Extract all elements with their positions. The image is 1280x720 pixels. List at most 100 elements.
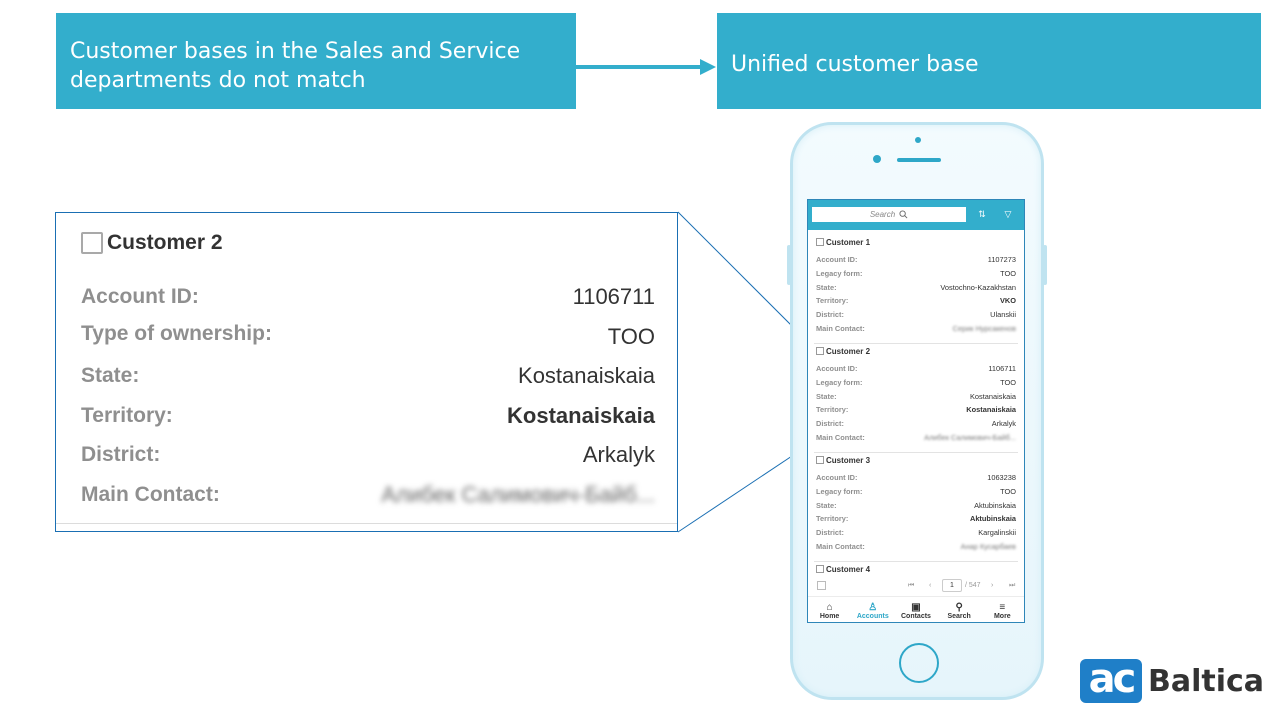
user-icon: ♙ — [868, 601, 878, 613]
customer-title[interactable]: Customer 4 — [826, 564, 871, 574]
field-label: Territory: — [816, 514, 849, 524]
field-value: 1063238 — [987, 473, 1016, 483]
field-label: Account ID: — [816, 473, 858, 483]
divider — [814, 561, 1018, 562]
field-label: District: — [816, 419, 844, 429]
menu-icon: ≡ — [999, 601, 1006, 613]
select-checkbox[interactable] — [816, 565, 824, 573]
field-value: 1107273 — [987, 255, 1016, 265]
field-value: Kargalinskii — [978, 528, 1016, 538]
next-page-icon[interactable]: › — [991, 582, 994, 589]
field-value[interactable]: Анар Кусарбаев — [960, 541, 1016, 551]
select-checkbox[interactable] — [81, 232, 103, 254]
search-icon — [899, 210, 908, 219]
ownership-row: Type of ownership: TOO — [81, 321, 655, 349]
prev-page-icon[interactable]: ‹ — [929, 582, 932, 589]
field-label: Territory: — [81, 404, 173, 427]
home-icon: ⌂ — [826, 601, 833, 613]
customer-title[interactable]: Customer 2 — [107, 231, 223, 254]
tab-more[interactable]: ≡ More — [981, 597, 1024, 622]
field-label: State: — [816, 391, 837, 401]
tab-label: More — [993, 612, 1011, 620]
field-label: Legacy form: — [816, 269, 863, 279]
field-value: Arkalyk — [582, 442, 655, 467]
speaker-icon — [897, 158, 941, 162]
field-value: Kostanaiskaia — [966, 405, 1016, 415]
field-label: District: — [816, 528, 844, 538]
volume-button — [787, 245, 791, 285]
field-label: District: — [816, 310, 844, 320]
field-value: Kostanaiskaia — [969, 391, 1016, 401]
first-page-icon[interactable]: ⏮ — [908, 582, 915, 589]
field-label: Main Contact: — [816, 323, 865, 333]
field-label: District: — [81, 443, 161, 466]
zoomed-card-header: Customer 2 — [81, 231, 223, 255]
select-all-checkbox[interactable] — [817, 581, 826, 590]
select-checkbox[interactable] — [816, 238, 824, 246]
field-label: Account ID: — [816, 255, 858, 265]
list-item[interactable]: Customer 4 — [816, 563, 1016, 575]
list-item[interactable]: Customer 2 Account ID:1106711 Legacy for… — [816, 345, 1016, 444]
field-label: Main Contact: — [816, 541, 865, 551]
field-value[interactable]: Серик Нурсакенов — [952, 323, 1016, 333]
field-label: State: — [81, 364, 140, 387]
last-page-icon[interactable]: ⏭ — [1009, 582, 1016, 589]
field-value: TOO — [1000, 487, 1016, 497]
select-checkbox[interactable] — [816, 456, 824, 464]
power-button — [1043, 245, 1047, 285]
field-value: Aktubinskaia — [974, 500, 1016, 510]
page-total: / 547 — [965, 582, 981, 589]
field-label: Main Contact: — [81, 483, 220, 506]
search-input[interactable]: Search — [812, 207, 966, 222]
field-label: State: — [816, 500, 837, 510]
list-item[interactable]: Customer 1 Account ID: 1107273 Legacy for… — [816, 236, 1016, 335]
pagination: ⏮ ‹ 1 / 547 › ⏭ — [816, 579, 1020, 593]
logo-mark: ac — [1080, 659, 1142, 703]
solution-banner: Unified customer base — [717, 13, 1261, 109]
field-label: Main Contact: — [816, 432, 865, 442]
field-value[interactable]: Алибек Салимович-Байб... — [381, 482, 655, 507]
camera-icon — [873, 155, 881, 163]
customer-title[interactable]: Customer 1 — [826, 237, 871, 247]
divider — [56, 523, 677, 524]
field-value: 1106711 — [988, 364, 1016, 374]
district-row: District: Arkalyk — [81, 442, 655, 468]
customer-title[interactable]: Customer 3 — [826, 455, 871, 465]
sensor-icon — [915, 137, 921, 143]
field-value[interactable]: Алибек Салимович-Байб... — [924, 432, 1016, 442]
customer-title[interactable]: Customer 2 — [826, 346, 871, 356]
problem-banner: Customer bases in the Sales and Service … — [56, 13, 576, 109]
account-id-row: Account ID: 1106711 — [81, 284, 655, 310]
tab-home[interactable]: ⌂ Home — [808, 597, 851, 622]
field-value: TOO — [1000, 378, 1016, 388]
field-label: Account ID: — [816, 364, 858, 374]
tab-contacts[interactable]: ▣ Contacts — [894, 597, 937, 622]
right-arrow-icon — [576, 59, 716, 75]
tab-search[interactable]: ⚲ Search — [938, 597, 981, 622]
field-value: Arkalyk — [991, 419, 1016, 429]
divider — [814, 343, 1018, 344]
field-label: Type of ownership: — [81, 322, 272, 345]
divider — [814, 452, 1018, 453]
list-item[interactable]: Customer 3 Account ID: 1063238 Legacy for… — [816, 454, 1016, 553]
phone-mockup: Search ⇅ ▽ Customer 1 Account ID: 1107273… — [787, 122, 1047, 700]
tab-accounts[interactable]: ♙ Accounts — [851, 597, 894, 622]
select-checkbox[interactable] — [816, 347, 824, 355]
filter-icon[interactable]: ▽ — [1004, 209, 1012, 219]
sort-icon[interactable]: ⇅ — [978, 209, 986, 219]
field-label: Territory: — [816, 296, 849, 306]
app-toolbar: Search ⇅ ▽ — [808, 200, 1024, 230]
state-row: State: Kostanaiskaia — [81, 363, 655, 389]
field-label: Territory: — [816, 405, 849, 415]
home-button — [899, 643, 939, 683]
field-value: 1106711 — [572, 284, 655, 309]
zoomed-customer-card: Customer 2 Account ID: 1106711 Type of o… — [55, 212, 678, 532]
field-value: Vostochno-Kazakhstan — [940, 282, 1016, 292]
search-placeholder: Search — [869, 210, 896, 219]
field-label: Account ID: — [81, 285, 199, 308]
logo-text: Baltica — [1148, 663, 1265, 699]
field-label: Legacy form: — [816, 487, 863, 497]
contact-card-icon: ▣ — [911, 601, 921, 613]
page-number-input[interactable]: 1 — [942, 579, 962, 592]
search-icon: ⚲ — [955, 601, 963, 613]
